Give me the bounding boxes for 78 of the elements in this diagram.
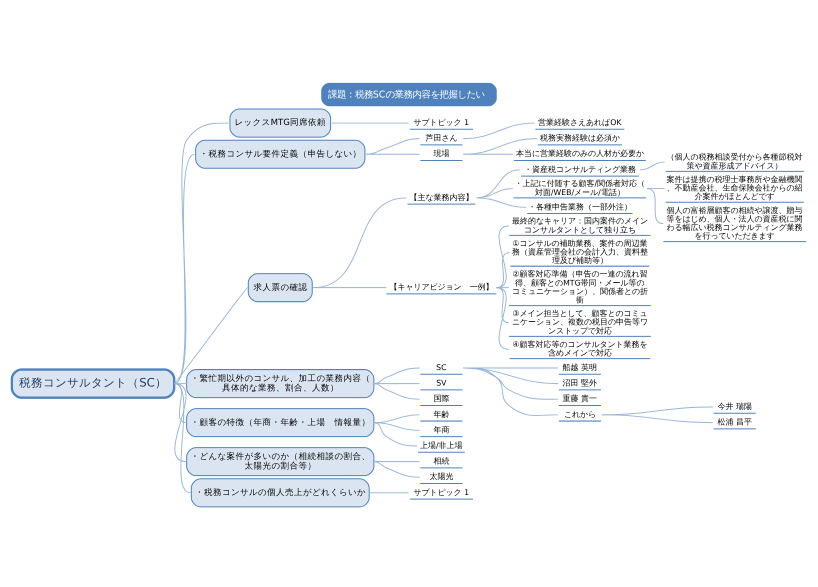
node-text: 国際 xyxy=(433,394,450,404)
connector xyxy=(331,122,410,124)
connector xyxy=(646,188,665,190)
connector xyxy=(370,492,410,494)
node-text: ③メイン担当として、顧客とのコミュニケーション、複数の税目の申告等ワンストップで対応 xyxy=(512,309,648,336)
node-text: これから xyxy=(564,410,596,419)
node-text: 個人の富裕層顧客の相続や譲渡、贈与等をはじめ、個人・法人の資産税に関わる幅広い税務コンサルティング業務を行っていただきます xyxy=(666,206,803,240)
node-text: ・上記に付随する顧客/関係者対応（対面/WEB/メール/電話） xyxy=(514,179,646,197)
connector xyxy=(646,188,664,224)
node-text: 年商 xyxy=(433,425,450,434)
node-text: 現場 xyxy=(433,149,450,158)
node-text: 相続 xyxy=(433,456,450,466)
connector xyxy=(373,383,420,384)
node-text: ・資産税コンサルティング業務 xyxy=(524,164,636,174)
connector xyxy=(373,422,418,446)
node-text: 船越 英明 xyxy=(562,362,598,372)
connector xyxy=(601,414,714,424)
connector xyxy=(462,122,536,140)
connector xyxy=(462,138,538,155)
node-text: 税務実務経験は必須か xyxy=(540,134,620,143)
node-text: 芦田さん xyxy=(425,134,458,143)
connector xyxy=(496,252,510,288)
node-text: 案件は提携の税理士事務所や金融機関、不動産会社、生命保険会社からの紹介案件がほとんどです xyxy=(666,174,803,202)
node-text: SV xyxy=(436,378,447,388)
node-text: 上場/非上場 xyxy=(420,440,463,450)
connector xyxy=(373,461,420,462)
node-text: ・各種申告業務（一部外注） xyxy=(528,202,632,212)
node-text: 営業経験さえあればOK xyxy=(538,118,622,127)
node-text: 今井 瑞陽 xyxy=(717,402,752,411)
node-box: ・繁忙期以外のコンサル、加工の業務内容（具体的な業務、割合、人数） xyxy=(186,369,374,398)
node-box: 税務コンサルタント（SC） xyxy=(10,368,176,399)
connector xyxy=(496,287,510,324)
node-text: 【キャリアビジョン 一例】 xyxy=(389,282,494,292)
connector xyxy=(373,461,420,478)
connector xyxy=(462,368,558,416)
connector xyxy=(496,287,510,350)
connector xyxy=(373,422,420,431)
connector xyxy=(496,226,510,288)
connector xyxy=(476,169,520,198)
connector xyxy=(366,138,420,155)
connector xyxy=(639,162,665,170)
node-box: ・顧客の特徴（年商・年齢・上場 情報量） xyxy=(186,408,374,438)
diagram-title: 課題：税務SCの業務内容を把握したい xyxy=(328,89,484,100)
connector xyxy=(174,122,230,384)
node-text: 年齢 xyxy=(433,410,450,419)
node-box: ・どんな案件が多いのか（相続相談の割合、太陽光の割合等） xyxy=(186,447,374,476)
node-text: 松浦 昌平 xyxy=(717,418,752,427)
node-box: 求人票の確認 xyxy=(248,273,313,302)
node-text: ①コンサルの補助業務、案件の周辺業務（資産管理会社の会計入力、資料整理及び補助等） xyxy=(512,238,648,266)
connector xyxy=(496,287,510,288)
node-text: ②顧客対応準備（申告の一連の流れ習得、顧客とのMTG帯同・メール等のコミュニケーション）、関係者との折衝 xyxy=(512,270,648,304)
connector xyxy=(373,383,420,400)
node-text: サブトピック 1 xyxy=(414,118,470,127)
connector xyxy=(476,197,526,208)
connector xyxy=(174,383,188,384)
node-text: （個人の税務相談受付から各種節税対策や資産形成アドバイス） xyxy=(666,152,803,170)
connector xyxy=(462,154,514,155)
node-text: 【主な業務内容】 xyxy=(409,192,474,202)
node-box: レックスMTG同席依頼 xyxy=(229,108,332,138)
node-text: 太陽光 xyxy=(429,472,454,482)
node-box: ・税務コンサルの個人売上がどれくらいか xyxy=(190,478,370,508)
node-box: ・税務コンサル要件定義（申告しない） xyxy=(195,140,366,169)
connector xyxy=(312,197,407,288)
node-text: サブトピック 1 xyxy=(414,488,470,497)
node-text: ④顧客対応等のコンサルタント業務を含めメインで対応 xyxy=(512,340,648,358)
node-text: SC xyxy=(436,362,447,372)
connector xyxy=(174,383,188,424)
node-text: 本当に営業経験のみの人材が必要か xyxy=(516,149,644,158)
node-text: 沼田 堅外 xyxy=(562,378,598,388)
node-text: 最終的なキャリア：国内案件のメインコンサルタントとして独り立ち xyxy=(512,216,648,234)
connector xyxy=(174,287,248,384)
connector xyxy=(174,154,195,384)
node-text: 重藤 貴一 xyxy=(562,394,598,404)
connector xyxy=(366,154,420,155)
connector xyxy=(312,287,387,288)
connector xyxy=(174,383,188,462)
connector xyxy=(373,368,420,384)
connector xyxy=(174,383,192,494)
